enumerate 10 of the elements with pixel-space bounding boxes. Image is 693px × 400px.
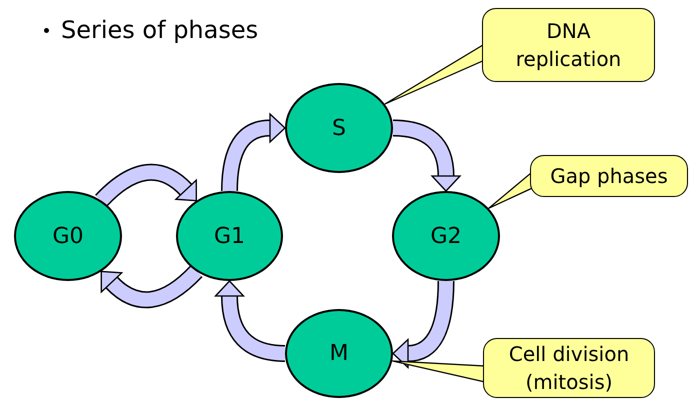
phase-ellipse: S	[285, 83, 393, 173]
phase-ellipse: G1	[176, 191, 283, 281]
phase-ellipse: G2	[392, 191, 500, 281]
callout-pointer	[384, 43, 485, 105]
callout-pointer	[488, 170, 533, 209]
bullet-text: Series of phases	[61, 18, 258, 42]
phase-ellipse: M	[285, 309, 393, 398]
phase-ellipse: G0	[14, 191, 122, 281]
callout-pointer	[392, 360, 486, 383]
callout-box: Cell division (mitosis)	[483, 338, 655, 398]
